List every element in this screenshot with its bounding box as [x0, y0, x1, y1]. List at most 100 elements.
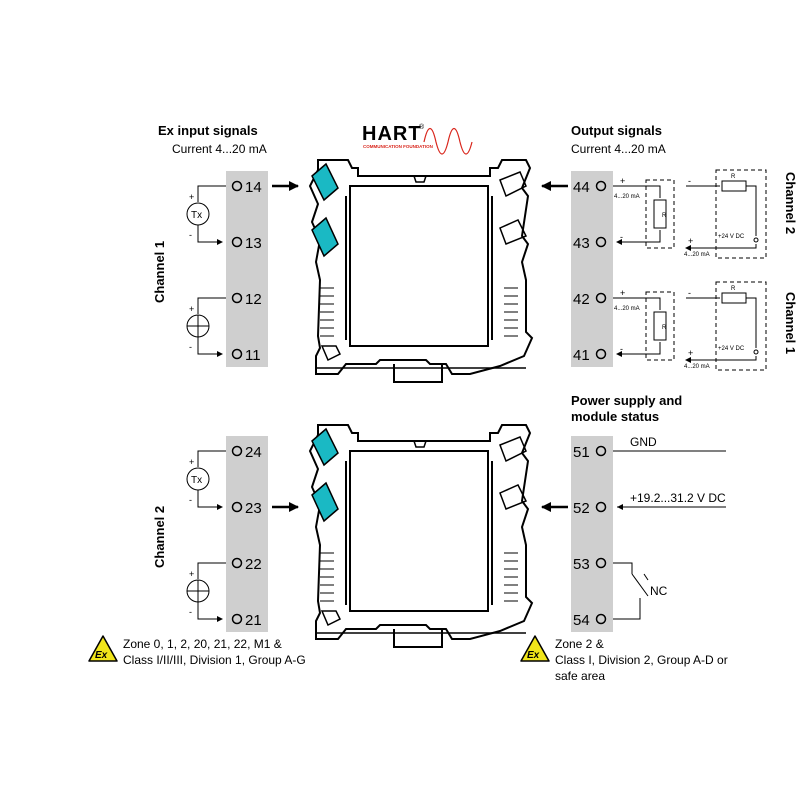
supply-label: +24 V DC [718, 346, 745, 352]
terminal-label-42: 42 [573, 291, 590, 308]
left-bottom-terminal-strip [226, 436, 268, 632]
ri-label: R [662, 325, 667, 331]
minus-sign: - [688, 288, 691, 298]
right-top-terminal-strip [571, 171, 613, 367]
left-zone-note-line2: Class I/II/III, Division 1, Group A-G [123, 653, 306, 667]
terminal-label-44: 44 [573, 179, 590, 196]
ri-label: R [731, 286, 736, 292]
terminal-label-51: 51 [573, 444, 590, 461]
terminal-12[interactable] [231, 292, 243, 304]
ex-badge-left: Ex [88, 635, 118, 662]
terminal-label-52: 52 [573, 500, 590, 517]
minus-sign: - [688, 176, 691, 186]
right-zone-note-line3: safe area [555, 669, 605, 683]
plus-sign: + [620, 176, 625, 186]
terminal-label-12: 12 [245, 291, 262, 308]
terminal-43[interactable] [595, 236, 607, 248]
power-title-line1: Power supply and [571, 393, 682, 408]
left-ch1-transmitter-circuit: Tx + - + - [186, 185, 226, 357]
module-bottom-clip-2 [311, 481, 339, 523]
terminal-52[interactable] [595, 501, 607, 513]
terminal-label-14: 14 [245, 179, 262, 196]
module-top [308, 159, 534, 383]
terminal-51[interactable] [595, 445, 607, 457]
terminal-label-24: 24 [245, 444, 262, 461]
terminal-54[interactable] [595, 613, 607, 625]
minus-sign: - [189, 230, 192, 240]
power-title-line2: module status [571, 409, 659, 424]
plus-sign: + [620, 288, 625, 298]
ex-badge-right: Ex [520, 635, 550, 662]
left-zone-note-line1: Zone 0, 1, 2, 20, 21, 22, M1 & [123, 637, 282, 651]
terminal-11[interactable] [231, 348, 243, 360]
terminal-24[interactable] [231, 445, 243, 457]
plus-sign: + [688, 348, 693, 358]
voltage-label: +19.2...31.2 V DC [630, 491, 726, 505]
terminal-23[interactable] [231, 501, 243, 513]
right-ch2-output-circuit: R + - 4...20 mA R +24 V DC - + 4...20 mA [613, 169, 767, 259]
module-top-clip-1 [311, 162, 339, 202]
tx-label: Tx [191, 210, 202, 221]
terminal-22[interactable] [231, 557, 243, 569]
plus-sign: + [189, 192, 194, 202]
load-resistor-icon [653, 311, 667, 341]
nc-switch-icon [631, 573, 649, 597]
nc-label: NC [650, 584, 668, 598]
left-title: Ex input signals [158, 123, 258, 138]
hart-logo: HART ® COMMUNICATION FOUNDATION [362, 123, 473, 155]
resistor-icon [721, 180, 747, 192]
terminal-label-41: 41 [573, 347, 590, 364]
terminal-21[interactable] [231, 613, 243, 625]
hart-logo-subtitle: COMMUNICATION FOUNDATION [363, 144, 433, 149]
right-top-terminals: 44 43 42 41 [573, 179, 607, 364]
terminal-53[interactable] [595, 557, 607, 569]
ex-icon: Ex [527, 650, 540, 661]
right-channel1-label: Channel 1 [783, 292, 798, 354]
power-supply-circuit: GND +19.2...31.2 V DC NC [613, 435, 726, 620]
right-ch1-output-circuit: R + - 4...20 mA R +24 V DC - + 4...20 mA [613, 281, 767, 371]
minus-sign: - [189, 342, 192, 352]
load-resistor-icon [653, 199, 667, 229]
hart-registered-mark: ® [419, 123, 425, 131]
left-ch2-transmitter-circuit: Tx + - + - [186, 450, 226, 622]
terminal-14[interactable] [231, 180, 243, 192]
terminal-label-23: 23 [245, 500, 262, 517]
hart-wave-icon [423, 127, 473, 155]
right-zone-note-line1: Zone 2 & [555, 637, 604, 651]
terminal-label-43: 43 [573, 235, 590, 252]
tx-label: Tx [191, 475, 202, 486]
plus-sign: + [189, 304, 194, 314]
terminal-41[interactable] [595, 348, 607, 360]
minus-sign: - [189, 607, 192, 617]
right-channel2-label: Channel 2 [783, 172, 798, 234]
hart-logo-text: HART [362, 123, 422, 145]
terminal-13[interactable] [231, 236, 243, 248]
module-bottom [308, 424, 534, 648]
left-subtitle: Current 4...20 mA [172, 142, 267, 156]
minus-sign: - [620, 344, 623, 354]
plus-sign: + [189, 457, 194, 467]
minus-sign: - [620, 232, 623, 242]
plus-sign: + [189, 569, 194, 579]
left-top-terminal-strip [226, 171, 268, 367]
module-bottom-clip-1 [311, 427, 339, 467]
gnd-label: GND [630, 435, 657, 449]
ma-label: 4...20 mA [614, 194, 640, 200]
ex-icon: Ex [95, 650, 108, 661]
right-zone-note-line2: Class I, Division 2, Group A-D or [555, 653, 728, 667]
resistor-icon [721, 292, 747, 304]
left-channel2-label: Channel 2 [152, 506, 167, 568]
terminal-44[interactable] [595, 180, 607, 192]
supply-label: +24 V DC [718, 234, 745, 240]
terminal-label-22: 22 [245, 556, 262, 573]
ma-label: 4...20 mA [684, 252, 710, 258]
plus-sign: + [688, 236, 693, 246]
terminal-label-11: 11 [245, 347, 261, 364]
left-bottom-terminals: 24 23 22 21 [231, 444, 262, 629]
ri-label: R [662, 213, 667, 219]
terminal-label-53: 53 [573, 556, 590, 573]
terminal-42[interactable] [595, 292, 607, 304]
terminal-label-21: 21 [245, 612, 262, 629]
